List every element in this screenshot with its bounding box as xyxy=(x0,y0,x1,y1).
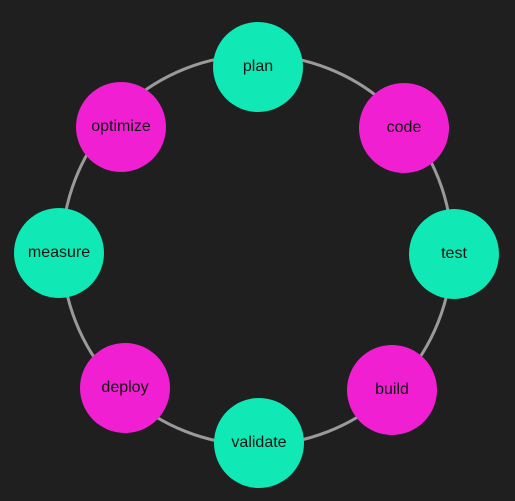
node-deploy: deploy xyxy=(80,343,170,433)
node-code: code xyxy=(359,83,449,173)
node-test: test xyxy=(409,209,499,299)
node-plan: plan xyxy=(213,22,303,112)
node-build: build xyxy=(347,345,437,435)
node-validate: validate xyxy=(214,398,304,488)
node-label-test: test xyxy=(441,245,467,262)
node-label-build: build xyxy=(375,381,409,398)
node-measure: measure xyxy=(14,208,104,298)
node-label-plan: plan xyxy=(242,58,274,75)
node-label-validate: validate xyxy=(231,434,287,451)
node-optimize: optimize xyxy=(76,82,166,172)
node-label-deploy: deploy xyxy=(101,379,149,396)
node-label-optimize: optimize xyxy=(91,118,151,135)
node-label-code: code xyxy=(386,119,422,136)
node-label-measure: measure xyxy=(27,244,91,261)
